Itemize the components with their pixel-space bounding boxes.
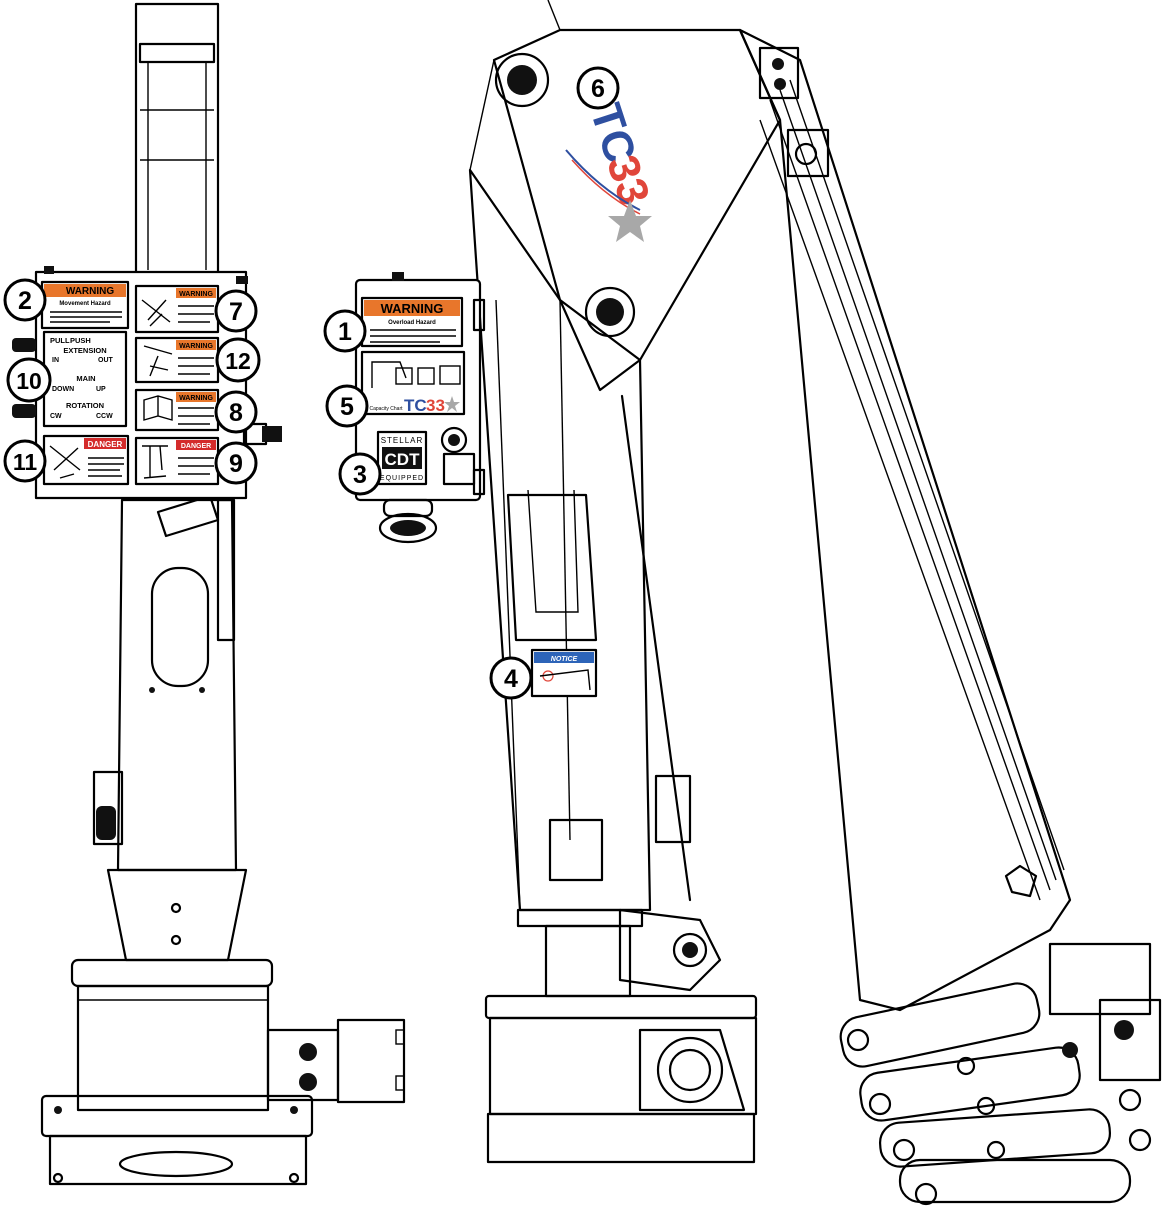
decal-danger-left: DANGER bbox=[42, 434, 130, 486]
side-bracket bbox=[92, 770, 124, 846]
remote-control bbox=[378, 512, 438, 544]
callout-11: 11 bbox=[3, 439, 47, 483]
decal-warning-label: WARNING bbox=[179, 395, 213, 402]
column-plate bbox=[548, 818, 604, 882]
rotation-gear-housing bbox=[638, 1028, 746, 1112]
label-rotation: ROTATION bbox=[66, 401, 104, 410]
extension-links bbox=[839, 982, 1152, 1206]
decal-warning-8: WARNING bbox=[134, 388, 220, 432]
decal-warning-7: WARNING bbox=[134, 284, 220, 334]
column-base-transition bbox=[106, 868, 248, 962]
decal-danger-label: DANGER bbox=[88, 440, 123, 449]
label-ccw: CCW bbox=[96, 413, 113, 420]
base-mount bbox=[48, 1134, 308, 1186]
manual-book-icon bbox=[143, 395, 173, 421]
extension-lever-knob bbox=[12, 338, 36, 352]
rotation-motor bbox=[336, 1018, 406, 1104]
label-out: OUT bbox=[98, 357, 114, 364]
svg-text:8: 8 bbox=[229, 399, 243, 427]
decal-warning-label: WARNING bbox=[66, 286, 115, 297]
decal-danger-label: DANGER bbox=[181, 443, 211, 450]
label-extension: EXTENSION bbox=[63, 346, 106, 355]
cdt-label: CDT bbox=[385, 450, 421, 469]
hydraulic-valve-block bbox=[1048, 942, 1162, 1082]
label-up: UP bbox=[96, 386, 106, 393]
label-main: MAIN bbox=[76, 374, 95, 383]
decal-overload-title: Overload Hazard bbox=[388, 320, 436, 326]
rotation-lever-knob bbox=[12, 404, 36, 418]
decal-warning-12: WARNING bbox=[134, 336, 220, 384]
capacity-chart-label: Capacity Chart bbox=[369, 406, 403, 412]
turret-housing bbox=[76, 984, 270, 1112]
boom-knuckle bbox=[492, 28, 782, 392]
callout-4: 4 bbox=[489, 656, 533, 700]
svg-text:2: 2 bbox=[18, 287, 32, 315]
svg-text:11: 11 bbox=[13, 449, 38, 475]
base-plate-side bbox=[486, 1112, 756, 1164]
pressure-fitting bbox=[262, 426, 282, 442]
decal-movement-hazard: WARNING Movement Hazard bbox=[40, 280, 130, 330]
callout-9: 9 bbox=[214, 441, 258, 485]
callout-10: 10 bbox=[6, 357, 52, 403]
pivot-pin-top bbox=[494, 52, 550, 108]
svg-text:3: 3 bbox=[353, 461, 367, 489]
svg-text:5: 5 bbox=[340, 393, 354, 421]
svg-text:12: 12 bbox=[225, 348, 251, 374]
rotation-motor-block bbox=[266, 1028, 340, 1102]
column-slot bbox=[150, 566, 210, 688]
pivot-pin-lower bbox=[672, 932, 708, 968]
tc33-boom-logo: TC 33 bbox=[580, 98, 658, 211]
lift-cylinder-rod bbox=[620, 394, 692, 902]
decal-hazard-title: Movement Hazard bbox=[59, 301, 111, 307]
pivot-pin-middle bbox=[584, 286, 636, 338]
svg-text:6: 6 bbox=[591, 75, 605, 103]
outer-boom bbox=[738, 28, 1072, 1012]
svg-text:4: 4 bbox=[504, 665, 518, 693]
base-plate bbox=[40, 1094, 314, 1138]
tc-model-label: TC bbox=[404, 396, 427, 415]
callout-7: 7 bbox=[214, 289, 258, 333]
decal-notice: NOTICE bbox=[530, 648, 598, 698]
tc-number-label: 33 bbox=[426, 396, 445, 415]
star-icon bbox=[444, 396, 460, 412]
label-pull: PULL bbox=[50, 336, 70, 345]
label-in: IN bbox=[52, 357, 59, 364]
callout-3: 3 bbox=[338, 452, 382, 496]
side-control-box: WARNING Overload Hazard Capacity Chart T… bbox=[354, 272, 486, 544]
boom-end-cap bbox=[758, 46, 800, 100]
decal-danger-9: DANGER bbox=[134, 436, 220, 486]
equipped-label: EQUIPPED bbox=[380, 475, 424, 482]
crane-front-view: WARNING Movement Hazard PULL PUSH EXTENS… bbox=[12, 2, 406, 1186]
decal-notice-label: NOTICE bbox=[551, 656, 578, 663]
control-lever-handle bbox=[156, 494, 220, 538]
callout-2: 2 bbox=[3, 278, 47, 322]
turret-side bbox=[544, 924, 632, 998]
remote-port bbox=[440, 426, 468, 454]
base-side bbox=[488, 1016, 758, 1116]
callout-12: 12 bbox=[215, 337, 261, 383]
stellar-label: STELLAR bbox=[381, 436, 424, 445]
label-cw: CW bbox=[50, 413, 62, 420]
decal-warning-label: WARNING bbox=[179, 291, 213, 298]
decal-warning-label: WARNING bbox=[381, 301, 444, 316]
label-down: DOWN bbox=[52, 386, 74, 393]
svg-text:10: 10 bbox=[16, 368, 42, 394]
svg-text:1: 1 bbox=[338, 318, 352, 346]
callout-1: 1 bbox=[323, 309, 367, 353]
svg-text:7: 7 bbox=[229, 298, 243, 326]
column-window bbox=[506, 493, 598, 642]
callout-5: 5 bbox=[325, 384, 369, 428]
callout-8: 8 bbox=[214, 390, 258, 434]
crane-side-view: WARNING Overload Hazard Capacity Chart T… bbox=[354, 0, 1162, 1206]
label-push: PUSH bbox=[70, 336, 91, 345]
decal-control-functions: PULL PUSH EXTENSION IN OUT MAIN DOWN UP … bbox=[42, 330, 128, 428]
svg-text:9: 9 bbox=[229, 450, 243, 478]
decal-warning-label: WARNING bbox=[179, 343, 213, 350]
star-icon bbox=[608, 200, 652, 242]
callout-6: 6 bbox=[576, 66, 620, 110]
main-boom-column bbox=[468, 168, 652, 912]
